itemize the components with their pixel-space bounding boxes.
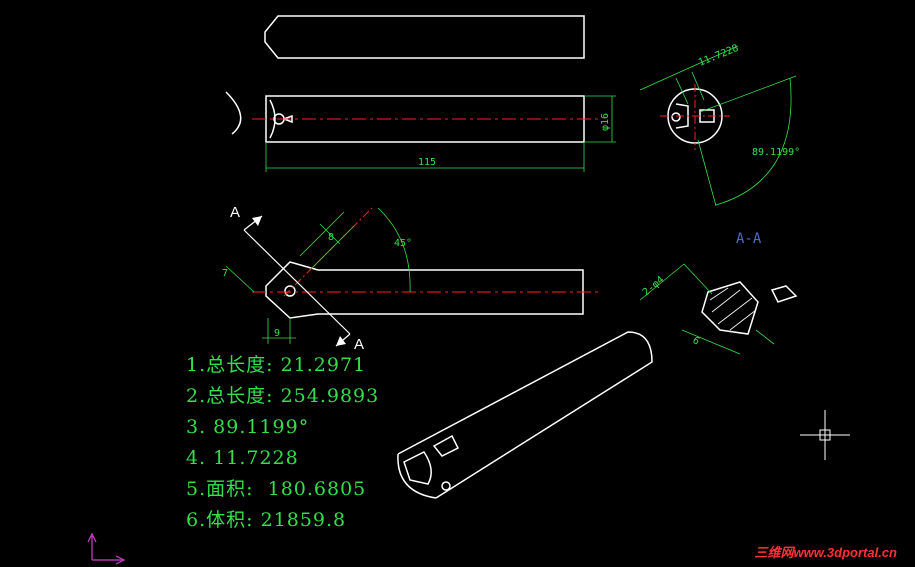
section-aa-dia-dimension: 2-φ4 bbox=[641, 274, 667, 298]
result-item: 3. 89.1199° bbox=[186, 416, 310, 438]
top-view-rod bbox=[264, 15, 585, 59]
result-item: 5.面积: 180.6805 bbox=[186, 478, 367, 500]
watermark: 三维网www.3dportal.cn bbox=[754, 545, 897, 560]
section-cut-arrows bbox=[252, 216, 346, 346]
section-cut-lines bbox=[243, 215, 351, 347]
result-item: 6.体积: 21859.8 bbox=[186, 509, 347, 531]
section-label-a-bottom: A bbox=[354, 336, 365, 353]
section-angle-dimension: 45° bbox=[394, 238, 412, 249]
section-aa-hatch bbox=[709, 287, 757, 331]
section-aa-dimensions bbox=[639, 263, 775, 355]
front-diameter-dimension: φ16 bbox=[600, 113, 611, 131]
section-cut-diagonal bbox=[283, 207, 373, 297]
section-aa-view bbox=[701, 281, 798, 335]
isometric-rod bbox=[397, 331, 653, 499]
section-label-a-top: A bbox=[230, 204, 241, 221]
result-item: 1.总长度: 21.2971 bbox=[186, 354, 367, 376]
front-view-rod bbox=[225, 91, 585, 143]
section-9-dimension: 9 bbox=[274, 328, 280, 339]
end-view-chord-dimension: 11.7228 bbox=[697, 43, 740, 69]
result-item: 4. 11.7228 bbox=[186, 447, 299, 469]
section-7-dimension: 7 bbox=[222, 268, 228, 279]
section-title: A-A bbox=[736, 231, 762, 247]
front-length-dimension: 115 bbox=[418, 157, 436, 168]
section-aa-6-dimension: 6 bbox=[691, 335, 702, 348]
result-item: 2.总长度: 254.9893 bbox=[186, 385, 380, 407]
end-view-angle-dimension: 89.1199° bbox=[752, 147, 800, 158]
section-cut-dimensions bbox=[225, 207, 411, 344]
end-view-dimensions bbox=[639, 45, 797, 207]
front-view-dimensions bbox=[265, 95, 616, 172]
crosshair-cursor-icon bbox=[800, 410, 850, 460]
results-list: 1.总长度: 21.2971 2.总长度: 254.9893 3. 89.119… bbox=[186, 350, 379, 536]
section-cut-rod bbox=[265, 261, 584, 319]
section-8-dimension: 8 bbox=[328, 232, 334, 243]
ucs-axis-icon bbox=[87, 532, 126, 565]
